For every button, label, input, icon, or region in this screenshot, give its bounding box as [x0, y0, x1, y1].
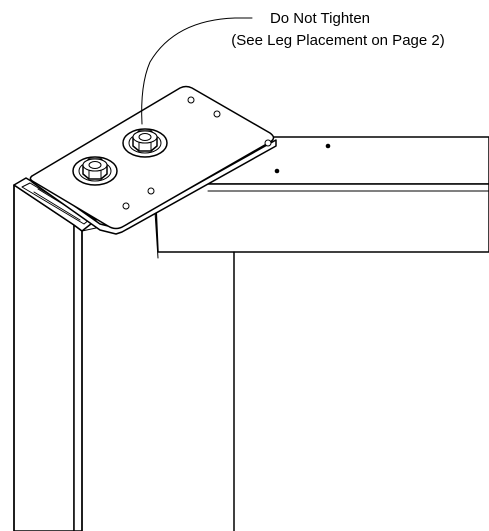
nut-1-top: [132, 130, 158, 144]
nut-1-bolt: [138, 133, 152, 141]
nut-2-bolt: [88, 161, 102, 169]
hex-nut-2: [72, 156, 118, 186]
rail-front-face: [154, 183, 489, 253]
callout-reference-text: (See Leg Placement on Page 2): [231, 32, 445, 49]
callout-warning-text: Do Not Tighten: [269, 10, 371, 27]
plate-hole-3: [264, 139, 272, 147]
plate-hole-2: [213, 110, 221, 118]
leg-slot-inner-1: [33, 191, 81, 221]
leg-left-face: [13, 184, 75, 531]
side-rail: [154, 136, 489, 259]
leg-front-face: [73, 224, 83, 531]
hex-nut-1: [122, 128, 168, 158]
leg-corner-profile: [81, 227, 97, 232]
rail-hole-1: [325, 143, 331, 149]
callout-leader-line: [141, 17, 253, 125]
mounting-plate: [29, 85, 277, 235]
rail-left-edge: [154, 211, 159, 259]
plate-hole-1: [187, 96, 195, 104]
table-leg: [13, 177, 235, 531]
rail-hole-2: [274, 168, 280, 174]
plate-hole-4: [147, 187, 155, 195]
nut-2-top: [82, 158, 108, 172]
plate-hole-5: [122, 202, 130, 210]
